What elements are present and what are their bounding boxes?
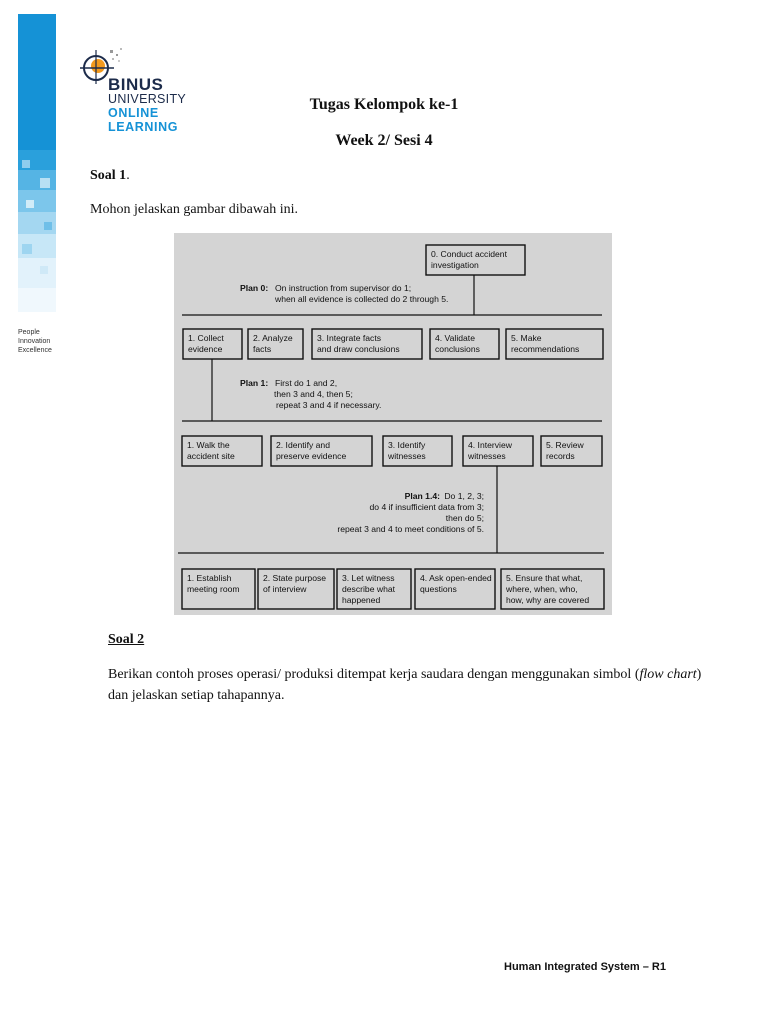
plan14-label: Plan 1.4: (405, 491, 440, 501)
box-level1-item (182, 328, 243, 360)
box-level3-item-label: 3. Let witness (342, 573, 395, 583)
logo-line-learning: LEARNING (108, 120, 179, 134)
box-level3-item-label: happened (342, 595, 380, 605)
box-level1-item-label: 5. Make (511, 333, 542, 343)
box-level3-item-label: 4. Ask open-ended (420, 573, 492, 583)
box-level2-item-label: witnesses (467, 451, 506, 461)
soal2-heading: Soal 2 (108, 632, 145, 647)
logo-line-binus: BINUS (108, 75, 164, 94)
plan1-label: Plan 1: (240, 378, 268, 388)
page-subtitle: Week 2/ Sesi 4 (335, 132, 433, 149)
box-level3-item-label: of interview (263, 584, 307, 594)
box-level2-item (540, 435, 603, 467)
box-level1-item-label: 2. Analyze (253, 333, 293, 343)
box-level3-item-label: where, when, who, (505, 584, 578, 594)
plan14-text: do 4 if insufficient data from 3; (370, 502, 485, 512)
tagline-line: Innovation (18, 338, 51, 345)
box-level1-item (311, 328, 423, 360)
box-level2-item-label: 3. Identify (388, 440, 426, 450)
box-level2-item-label: records (546, 451, 575, 461)
box-level1-item-label: evidence (188, 344, 223, 354)
box-level2-item-label: preserve evidence (276, 451, 346, 461)
soal2-text-end: ) dan jelaskan setiap tahapannya. (108, 667, 702, 703)
box-level3-item (336, 568, 412, 610)
box-level3-item-label: describe what (342, 584, 396, 594)
box-conduct-investigation-label: 0. Conduct accident (431, 249, 508, 259)
plan14-text: repeat 3 and 4 to meet conditions of 5. (337, 524, 484, 534)
box-level2-item-label: 4. Interview (468, 440, 513, 450)
box-conduct-investigation-label: investigation (431, 260, 479, 270)
plan0-text: when all evidence is collected do 2 thro… (274, 294, 448, 304)
box-level2-item (181, 435, 263, 467)
logo-line-university: UNIVERSITY (108, 92, 187, 106)
plan14-text: then do 5; (446, 513, 484, 523)
box-level1-item-label: facts (253, 344, 271, 354)
box-level2-item (382, 435, 453, 467)
soal1-heading-text: Soal 1 (90, 168, 127, 183)
box-level1-item-label: and draw conclusions (317, 344, 400, 354)
box-level1-item-label: 1. Collect (188, 333, 224, 343)
box-level3-item-label: how, why are covered (506, 595, 589, 605)
soal2-italic: flow chart (639, 667, 697, 682)
box-level3-item (181, 568, 256, 610)
soal2-text-main: Berikan contoh proses operasi/ produksi … (108, 667, 632, 682)
box-level2-item-label: witnesses (387, 451, 426, 461)
box-level2-item-label: 2. Identify and (276, 440, 330, 450)
box-level3-item (500, 568, 605, 610)
plan0-text: On instruction from supervisor do 1; (275, 283, 411, 293)
tagline: People Innovation Excellence (18, 328, 52, 355)
plan1-text: repeat 3 and 4 if necessary. (276, 400, 381, 410)
box-level1-item-label: 3. Integrate facts (317, 333, 381, 343)
plan1-text: First do 1 and 2, (275, 378, 337, 388)
box-level2-item-label: 1. Walk the (187, 440, 230, 450)
sidebar-decoration (0, 0, 56, 320)
logo-wordmark: BINUS UNIVERSITY ONLINE LEARNING (108, 75, 187, 134)
box-level1-item-label: 4. Validate (435, 333, 475, 343)
box-level2-item (462, 435, 534, 467)
soal2-paren: ( (634, 667, 640, 682)
page-title: Tugas Kelompok ke-1 (309, 96, 459, 113)
plan1-text: then 3 and 4, then 5; (274, 389, 353, 399)
box-level1-item (429, 328, 500, 360)
plan0-label: Plan 0: (240, 283, 268, 293)
soal1-heading: Soal 1. (90, 168, 130, 184)
box-level2-item (270, 435, 373, 467)
box-level3-item-label: 5. Ensure that what, (506, 573, 582, 583)
binus-logo (74, 38, 194, 148)
footer-course-name: Human Integrated System – R1 (504, 961, 666, 973)
plan14-text: Do 1, 2, 3; (444, 491, 484, 501)
box-level1-item-label: recommendations (511, 344, 579, 354)
box-level1-item-label: conclusions (435, 344, 480, 354)
tagline-line: People (18, 329, 40, 336)
box-level1-item (505, 328, 604, 360)
logo-line-online: ONLINE (108, 106, 159, 120)
box-level3-item (257, 568, 335, 610)
box-level3-item-label: meeting room (187, 584, 240, 594)
tagline-line: Excellence (18, 347, 52, 354)
box-level2-item-label: 5. Review (546, 440, 585, 450)
box-level1-item (247, 328, 304, 360)
box-level3-item-label: 2. State purpose (263, 573, 326, 583)
box-conduct-investigation (425, 244, 526, 276)
soal2-text: Berikan contoh proses operasi/ produksi … (108, 664, 708, 706)
soal1-heading-period: . (126, 168, 130, 183)
box-level2-item-label: accident site (187, 451, 235, 461)
box-level3-item-label: questions (420, 584, 457, 594)
box-level3-item (414, 568, 496, 610)
soal1-text: Mohon jelaskan gambar dibawah ini. (90, 202, 299, 217)
box-level3-item-label: 1. Establish (187, 573, 232, 583)
